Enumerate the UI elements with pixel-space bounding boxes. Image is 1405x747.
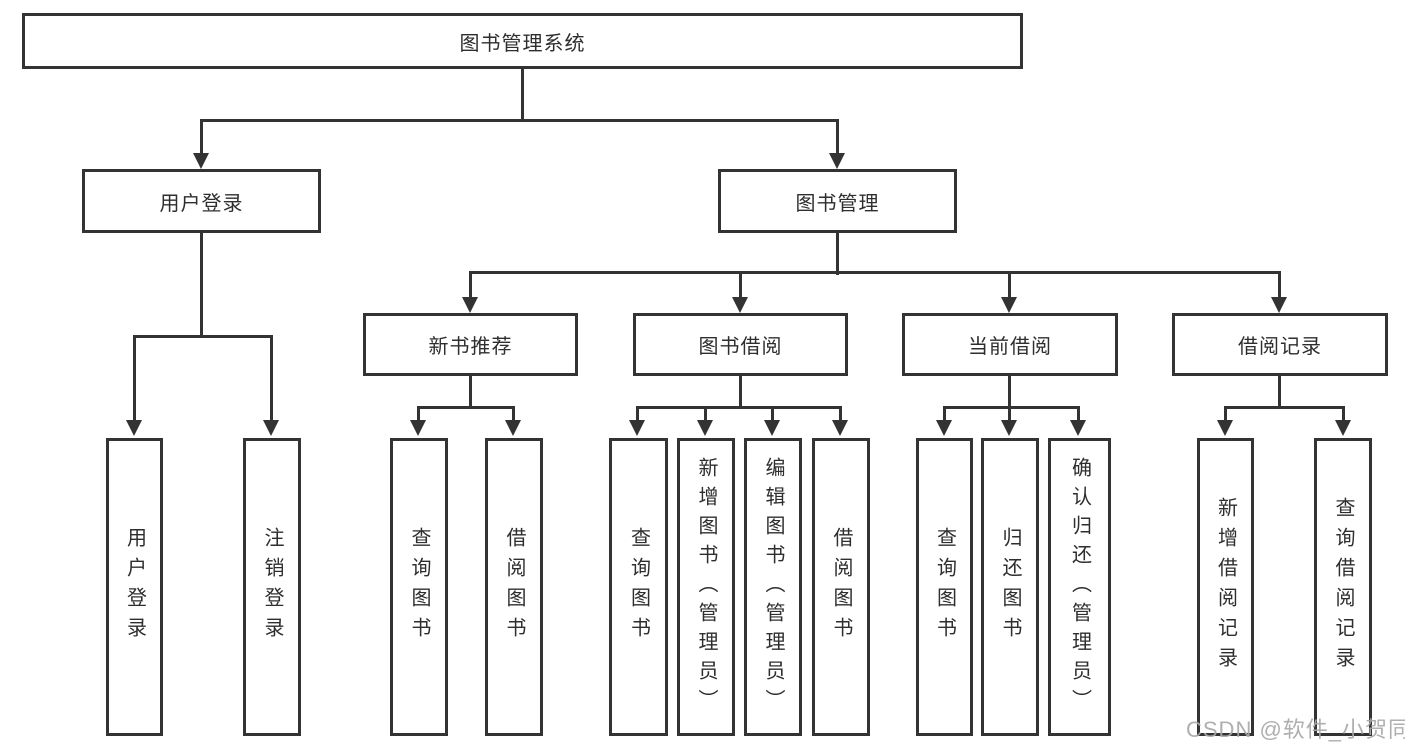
node-module-borrow-records: 借阅记录 xyxy=(1172,313,1388,376)
connector-g2-shaft-2 xyxy=(512,406,515,422)
leaf-query-books-1: 查询图书 xyxy=(390,438,448,736)
leaf-confirm-return-admin-label: 确认归还（管理员） xyxy=(1068,456,1091,718)
leaf-return-books-label: 归还图书 xyxy=(999,527,1021,647)
leaf-add-borrow-record: 新增借阅记录 xyxy=(1197,438,1254,736)
connector-book-management-stem xyxy=(836,233,839,275)
connector-m2-stem xyxy=(739,376,742,409)
connector-g5-shaft-1 xyxy=(1224,406,1227,422)
connector-g4-shaft-2 xyxy=(1008,406,1011,422)
leaf-add-borrow-record-label: 新增借阅记录 xyxy=(1214,497,1237,677)
node-root: 图书管理系统 xyxy=(22,13,1023,69)
connector-branch2-shaft xyxy=(836,119,839,155)
leaf-borrow-books-1-label: 借阅图书 xyxy=(503,527,525,647)
arrow-to-leaf-logout xyxy=(263,420,279,436)
leaf-user-login-label: 用户登录 xyxy=(123,527,146,647)
connector-g3-shaft-3 xyxy=(771,406,774,422)
leaf-confirm-return-admin: 确认归还（管理员） xyxy=(1048,438,1111,736)
leaf-logout-label: 注销登录 xyxy=(261,527,283,647)
arrow-to-leaf-user-login xyxy=(126,420,142,436)
connector-module1-shaft xyxy=(469,271,472,299)
leaf-query-books-1-label: 查询图书 xyxy=(408,527,430,647)
arrow-to-book-borrow xyxy=(732,297,748,313)
arrow-to-new-book-recommend xyxy=(462,297,478,313)
leaf-borrow-books-1: 借阅图书 xyxy=(485,438,543,736)
connector-m3-splitter xyxy=(943,406,1080,409)
leaf-add-books-admin-label: 新增图书（管理员） xyxy=(695,456,717,718)
connector-m4-stem xyxy=(1278,376,1281,409)
connector-g3-shaft-4 xyxy=(839,406,842,422)
connector-g5-shaft-2 xyxy=(1342,406,1345,422)
connector-m4-splitter xyxy=(1224,406,1345,409)
connector-m1-stem xyxy=(469,376,472,409)
connector-g4-shaft-1 xyxy=(943,406,946,422)
arrow-to-user-login xyxy=(193,153,209,169)
connector-g3-shaft-1 xyxy=(636,406,639,422)
connector-m1-splitter xyxy=(417,406,515,409)
connector-g3-shaft-2 xyxy=(704,406,707,422)
connector-g4-shaft-3 xyxy=(1077,406,1080,422)
arrow-to-query-books-3 xyxy=(936,420,952,436)
connector-module4-shaft xyxy=(1278,271,1281,299)
leaf-user-login: 用户登录 xyxy=(106,438,163,736)
arrow-to-borrow-books-1 xyxy=(505,420,521,436)
node-module-current-borrow: 当前借阅 xyxy=(902,313,1118,376)
arrow-to-query-books-2 xyxy=(629,420,645,436)
leaf-query-books-3-label: 查询图书 xyxy=(933,527,956,647)
arrow-to-borrow-records xyxy=(1271,297,1287,313)
leaf-logout: 注销登录 xyxy=(243,438,301,736)
node-module-book-borrow: 图书借阅 xyxy=(633,313,848,376)
leaf-add-books-admin: 新增图书（管理员） xyxy=(677,438,735,736)
connector-user-login-stem xyxy=(200,233,203,337)
leaf-query-books-2: 查询图书 xyxy=(609,438,668,736)
connector-user-login-splitter xyxy=(133,335,273,338)
connector-g2-shaft-1 xyxy=(417,406,420,422)
node-module-new-book-recommend: 新书推荐 xyxy=(363,313,578,376)
node-branch-user-login: 用户登录 xyxy=(82,169,321,233)
connector-root-splitter xyxy=(200,119,839,122)
csdn-watermark: CSDN @软件_小贺同学 xyxy=(1186,717,1405,742)
connector-m3-stem xyxy=(1008,376,1011,409)
connector-branch1-shaft xyxy=(200,119,203,155)
arrow-to-query-borrow-record xyxy=(1335,420,1351,436)
connector-module3-shaft xyxy=(1008,271,1011,299)
arrow-to-return-books xyxy=(1001,420,1017,436)
connector-g1-shaft-1 xyxy=(133,335,136,422)
leaf-query-borrow-record-label: 查询借阅记录 xyxy=(1332,497,1354,677)
leaf-query-books-2-label: 查询图书 xyxy=(627,527,650,647)
node-branch-book-management: 图书管理 xyxy=(718,169,957,233)
leaf-edit-books-admin-label: 编辑图书（管理员） xyxy=(762,456,784,718)
arrow-to-add-books-admin xyxy=(697,420,713,436)
connector-module2-shaft xyxy=(739,271,742,299)
leaf-borrow-books-2-label: 借阅图书 xyxy=(830,527,852,647)
arrow-to-book-management xyxy=(829,153,845,169)
arrow-to-borrow-books-2 xyxy=(832,420,848,436)
connector-m2-splitter xyxy=(636,406,841,409)
arrow-to-current-borrow xyxy=(1001,297,1017,313)
arrow-to-add-borrow-record xyxy=(1217,420,1233,436)
arrow-to-edit-books-admin xyxy=(764,420,780,436)
connector-g1-shaft-2 xyxy=(270,335,273,422)
leaf-return-books: 归还图书 xyxy=(981,438,1039,736)
leaf-query-borrow-record: 查询借阅记录 xyxy=(1314,438,1372,736)
leaf-edit-books-admin: 编辑图书（管理员） xyxy=(744,438,802,736)
leaf-borrow-books-2: 借阅图书 xyxy=(812,438,870,736)
arrow-to-confirm-return-admin xyxy=(1070,420,1086,436)
leaf-query-books-3: 查询图书 xyxy=(916,438,973,736)
connector-root-stem xyxy=(521,69,524,121)
connector-modules-splitter xyxy=(469,271,1281,274)
arrow-to-query-books-1 xyxy=(410,420,426,436)
